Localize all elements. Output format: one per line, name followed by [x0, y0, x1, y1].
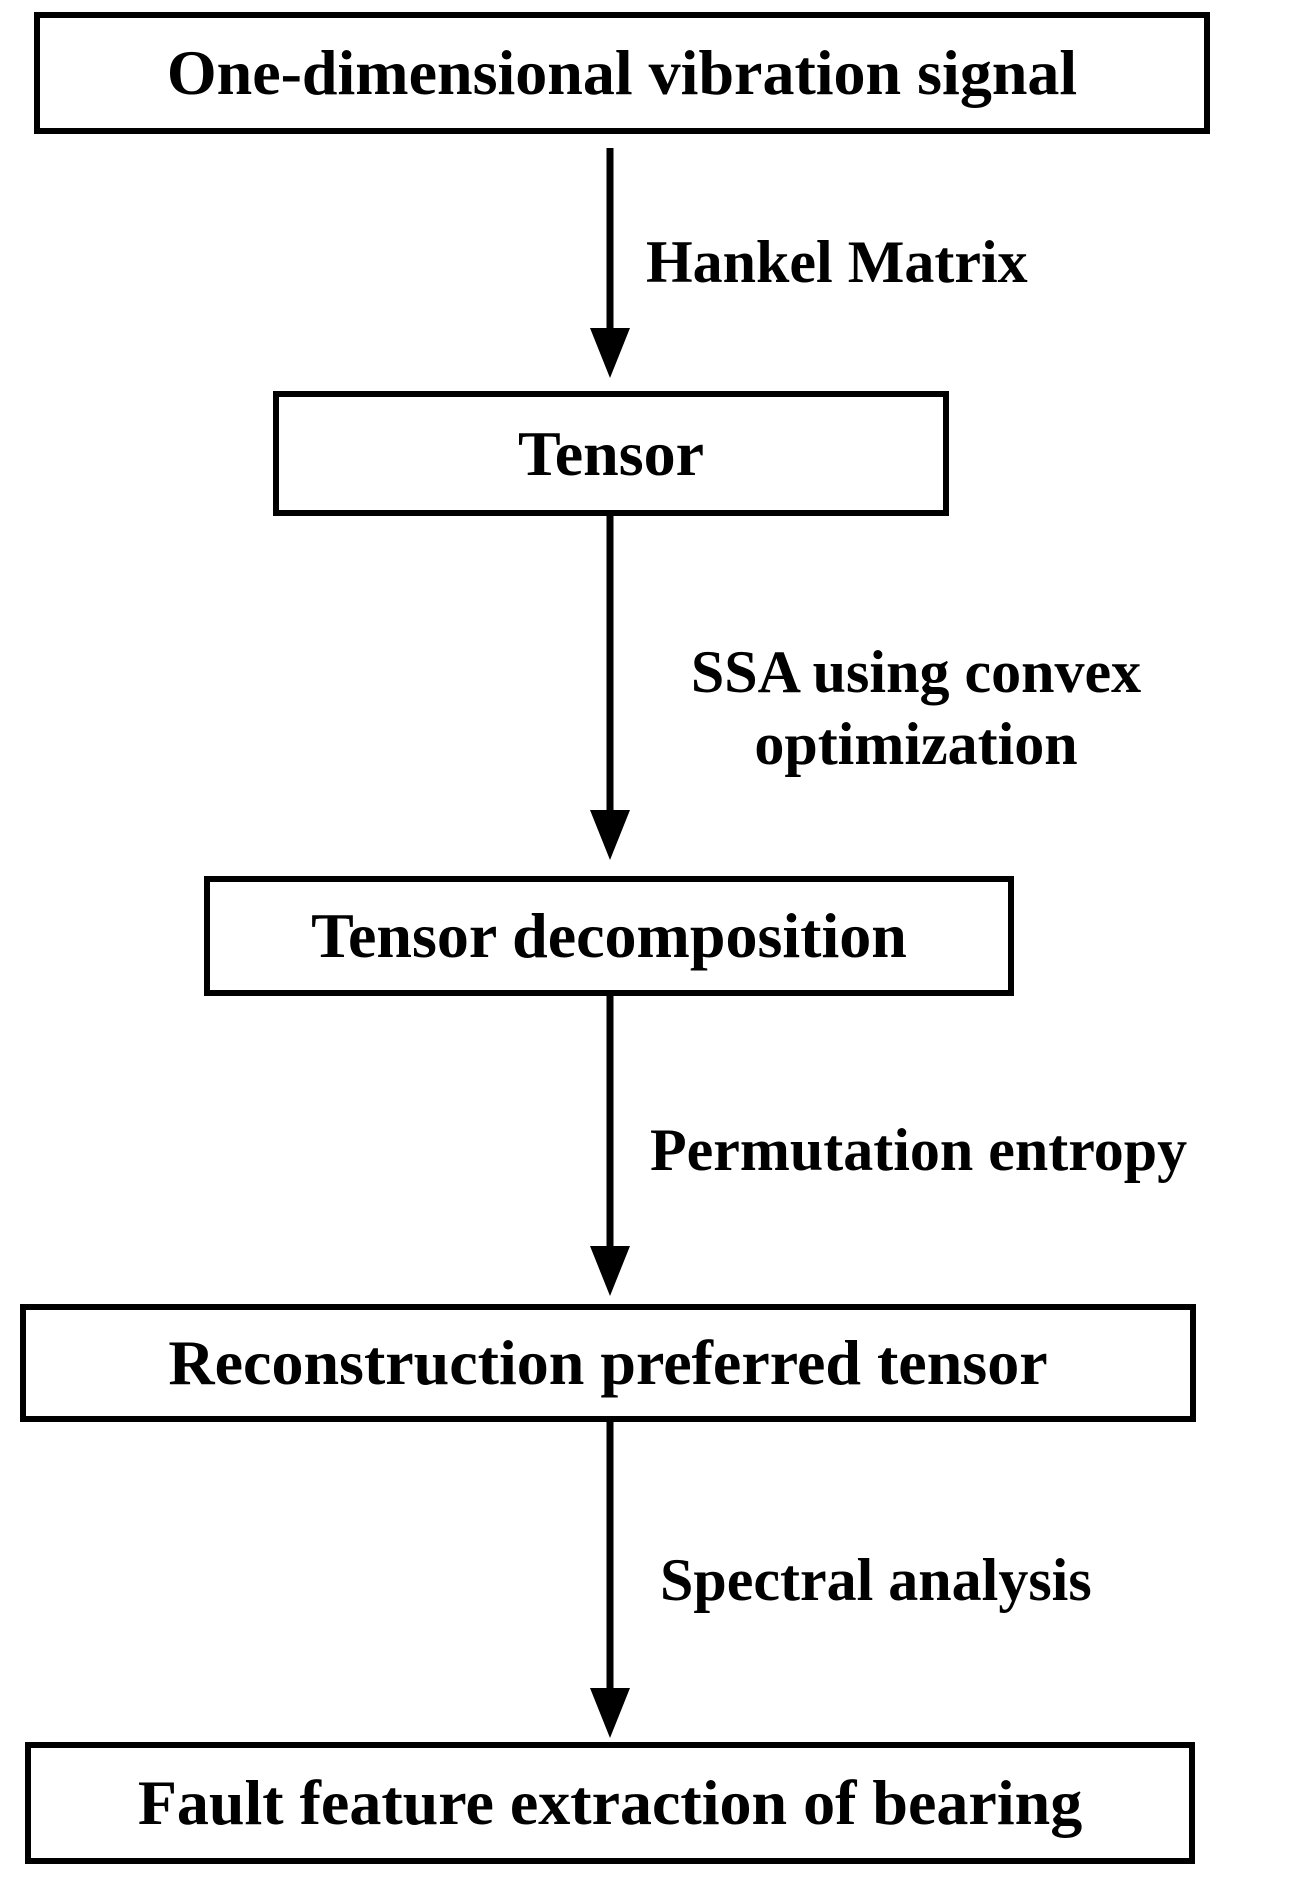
edge-label-spectral-analysis: Spectral analysis — [660, 1547, 1092, 1613]
node-reconstruction-preferred-tensor-label: Reconstruction preferred tensor — [168, 1327, 1048, 1398]
edge-label-hankel-matrix: Hankel Matrix — [646, 229, 1028, 295]
edge-label-permutation-entropy: Permutation entropy — [650, 1117, 1188, 1183]
arrow-4 — [590, 1422, 630, 1738]
arrow-3 — [590, 996, 630, 1296]
node-tensor: Tensor — [273, 391, 949, 516]
arrow-1 — [590, 148, 630, 378]
node-fault-feature-extraction-label: Fault feature extraction of bearing — [137, 1767, 1083, 1838]
arrow-2 — [590, 516, 630, 860]
node-tensor-decomposition: Tensor decomposition — [204, 876, 1014, 996]
node-reconstruction-preferred-tensor: Reconstruction preferred tensor — [20, 1304, 1196, 1422]
edge-label-ssa-line-1: SSA using convex — [690, 639, 1142, 705]
node-vibration-signal-label: One-dimensional vibration signal — [166, 37, 1078, 108]
node-tensor-label: Tensor — [517, 417, 705, 489]
node-vibration-signal: One-dimensional vibration signal — [34, 12, 1210, 134]
node-tensor-decomposition-label: Tensor decomposition — [311, 900, 907, 971]
edge-label-ssa-line-2: optimization — [754, 711, 1078, 777]
node-fault-feature-extraction: Fault feature extraction of bearing — [25, 1742, 1195, 1864]
edge-label-ssa-convex-optimization: SSA using convex optimization — [636, 636, 1196, 780]
